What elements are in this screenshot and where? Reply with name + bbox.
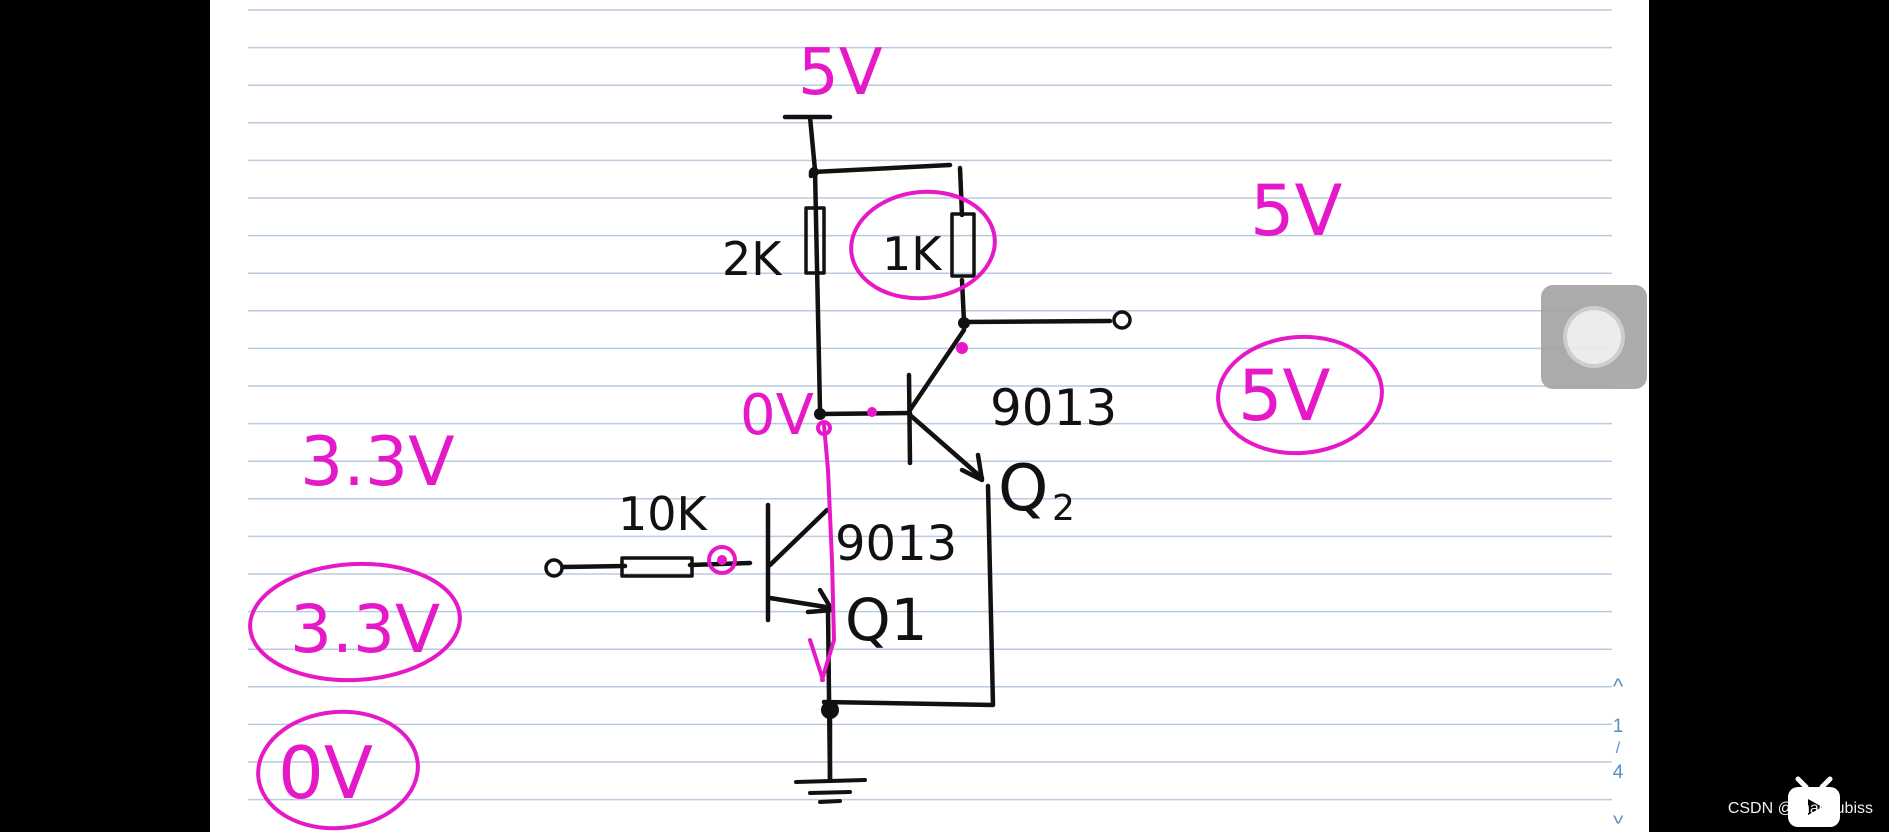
q2-emitter — [907, 412, 985, 483]
right-voltage-label: 5V — [1250, 170, 1343, 252]
q2-subscript: 2 — [1052, 488, 1075, 529]
node-marker — [816, 420, 832, 436]
q2-emitter-return — [821, 483, 996, 708]
output-wire — [961, 318, 1113, 325]
ground-junction — [821, 701, 839, 719]
input-node-circle — [707, 545, 737, 575]
base-junction — [814, 408, 826, 420]
node-voltage-label: 0V — [740, 383, 814, 448]
ruled-lines — [248, 9, 1612, 801]
ground-symbol — [794, 778, 867, 804]
left-voltage-label: 3.3V — [300, 423, 455, 502]
top-rail — [808, 162, 953, 179]
floating-assist-button[interactable] — [1541, 285, 1647, 389]
left-circled-voltage: 3.3V — [290, 591, 440, 668]
left-voltage-circle — [248, 561, 462, 683]
collector-branch — [957, 165, 967, 325]
bilibili-tv-icon — [1788, 776, 1840, 827]
left-zero-voltage: 0V — [278, 731, 373, 815]
q1-part-label: 9013 — [835, 516, 957, 572]
supply-label: 5V — [798, 36, 883, 110]
rail-junction — [809, 167, 819, 177]
r-collector-label: 1K — [882, 227, 943, 281]
page-separator: / — [1615, 740, 1621, 757]
page-indicator: ^ 1 / 4 ^ — [1600, 674, 1636, 829]
total-pages: 4 — [1612, 762, 1624, 783]
watermark: CSDN @lihaoyubiss — [1727, 800, 1873, 817]
output-terminal — [1112, 310, 1132, 330]
q1-collector — [767, 507, 830, 568]
right-voltage-circle — [1216, 334, 1384, 456]
r-input-label: 10K — [618, 487, 709, 541]
q1-name-label: Q1 — [845, 586, 928, 654]
circuit-diagram: 5V 2K 1K 10K 9013 Q 2 9013 Q1 0V 5V 5V 3… — [248, 36, 1384, 831]
output-junction — [958, 317, 970, 329]
resistor-2k — [804, 206, 826, 275]
resistor-10k — [620, 556, 694, 578]
q2-part-label: 9013 — [990, 379, 1117, 437]
collector-dot — [956, 342, 968, 354]
q2-base-bar — [906, 372, 913, 466]
q2-name-label: Q — [998, 452, 1048, 526]
left-zero-circle — [256, 709, 420, 831]
assist-knob-icon — [1567, 310, 1621, 364]
r-base-label: 2K — [722, 232, 783, 286]
page-up-icon[interactable]: ^ — [1612, 674, 1624, 699]
q1-emitter — [767, 587, 835, 615]
notebook-page: 5V 2K 1K 10K 9013 Q 2 9013 Q1 0V 5V 5V 3… — [210, 0, 1649, 832]
resistor-1k-highlight — [849, 189, 997, 301]
current-page: 1 — [1612, 716, 1624, 737]
right-circled-voltage: 5V — [1238, 355, 1331, 437]
q2-collector — [907, 327, 967, 413]
page-down-icon[interactable]: ^ — [1612, 803, 1624, 828]
input-terminal — [544, 558, 564, 578]
current-trace — [808, 423, 836, 682]
resistor-1k — [950, 212, 976, 278]
q2-base-wire — [817, 410, 913, 417]
base-dot — [867, 407, 877, 417]
